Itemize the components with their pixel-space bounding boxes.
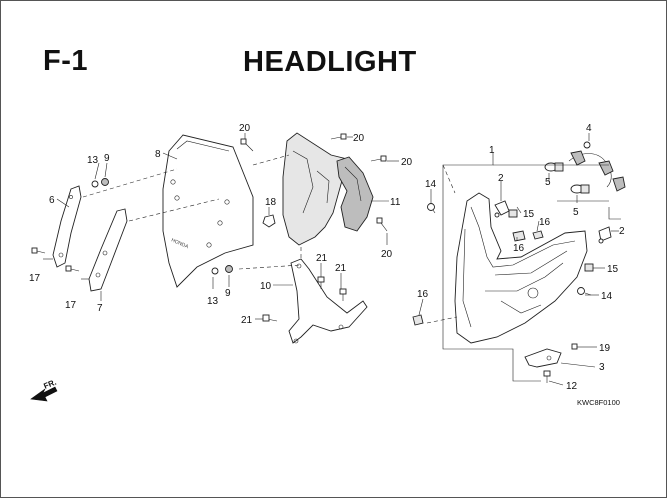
inner-cover-part — [282, 132, 348, 246]
callout-20c: 20 — [401, 157, 413, 168]
right-mirror-bracket-part — [88, 208, 128, 292]
bulb-upper-part — [544, 162, 564, 172]
callout-12: 12 — [566, 381, 578, 392]
callout-21b: 21 — [335, 263, 347, 274]
side-cover-part — [336, 156, 374, 232]
grommet-left-part — [91, 178, 109, 188]
callout-14b: 14 — [601, 291, 613, 302]
callout-17a: 17 — [29, 273, 41, 284]
callout-19: 19 — [599, 343, 611, 354]
callout-labels: 1 2 2 3 4 5 5 6 7 8 9 9 10 11 12 13 13 1… — [29, 123, 625, 392]
leader-lines — [43, 133, 621, 386]
callout-9a: 9 — [104, 153, 110, 164]
adjuster-clip-right-part — [598, 226, 612, 244]
callout-8: 8 — [155, 149, 161, 160]
front-marker-label: FR. — [42, 378, 57, 391]
callout-7: 7 — [97, 303, 103, 314]
callout-14a: 14 — [425, 179, 437, 190]
callout-4: 4 — [586, 123, 592, 134]
diagram-reference-code: KWC8F0100 — [577, 398, 620, 407]
callout-2a: 2 — [498, 173, 504, 184]
socket-harness-part — [568, 141, 626, 192]
callout-1: 1 — [489, 145, 495, 156]
callout-15b: 15 — [607, 264, 619, 275]
callout-5b: 5 — [573, 207, 579, 218]
spring-nut-part — [412, 230, 544, 326]
callout-17b: 17 — [65, 300, 77, 311]
bulb-lower-part — [570, 184, 590, 194]
callout-6: 6 — [49, 195, 55, 206]
callout-13a: 13 — [87, 155, 99, 166]
windscreen-part: HONDA — [162, 134, 254, 288]
headlight-housing-part — [454, 192, 588, 344]
callout-18: 18 — [265, 197, 277, 208]
callout-21c: 21 — [241, 315, 253, 326]
clip-nut-part — [508, 209, 594, 272]
callout-20d: 20 — [381, 249, 393, 260]
callout-15a: 15 — [523, 209, 535, 220]
callout-16a: 16 — [539, 217, 551, 228]
callout-10: 10 — [260, 281, 272, 292]
callout-16b: 16 — [513, 243, 525, 254]
bolt-set — [31, 133, 592, 383]
callout-9b: 9 — [225, 288, 231, 299]
callout-11: 11 — [390, 197, 401, 208]
grommet-lower-part — [211, 265, 233, 275]
page-title: HEADLIGHT — [243, 46, 417, 78]
callout-3: 3 — [599, 362, 605, 373]
adjuster-clip-left-part — [494, 200, 510, 218]
figure-code: F-1 — [43, 45, 88, 77]
callout-20b: 20 — [353, 133, 365, 144]
front-direction-arrow-icon: FR. — [30, 378, 58, 402]
callout-5a: 5 — [545, 177, 551, 188]
adjuster-bracket-part — [524, 348, 562, 368]
left-mirror-bracket-part — [52, 185, 82, 268]
callout-16c: 16 — [417, 289, 429, 300]
callout-13b: 13 — [207, 296, 219, 307]
callout-20a: 20 — [239, 123, 251, 134]
callout-2b: 2 — [619, 226, 625, 237]
callout-21a: 21 — [316, 253, 328, 264]
headlight-stay-part — [288, 258, 368, 344]
screw-18-part — [262, 214, 276, 228]
